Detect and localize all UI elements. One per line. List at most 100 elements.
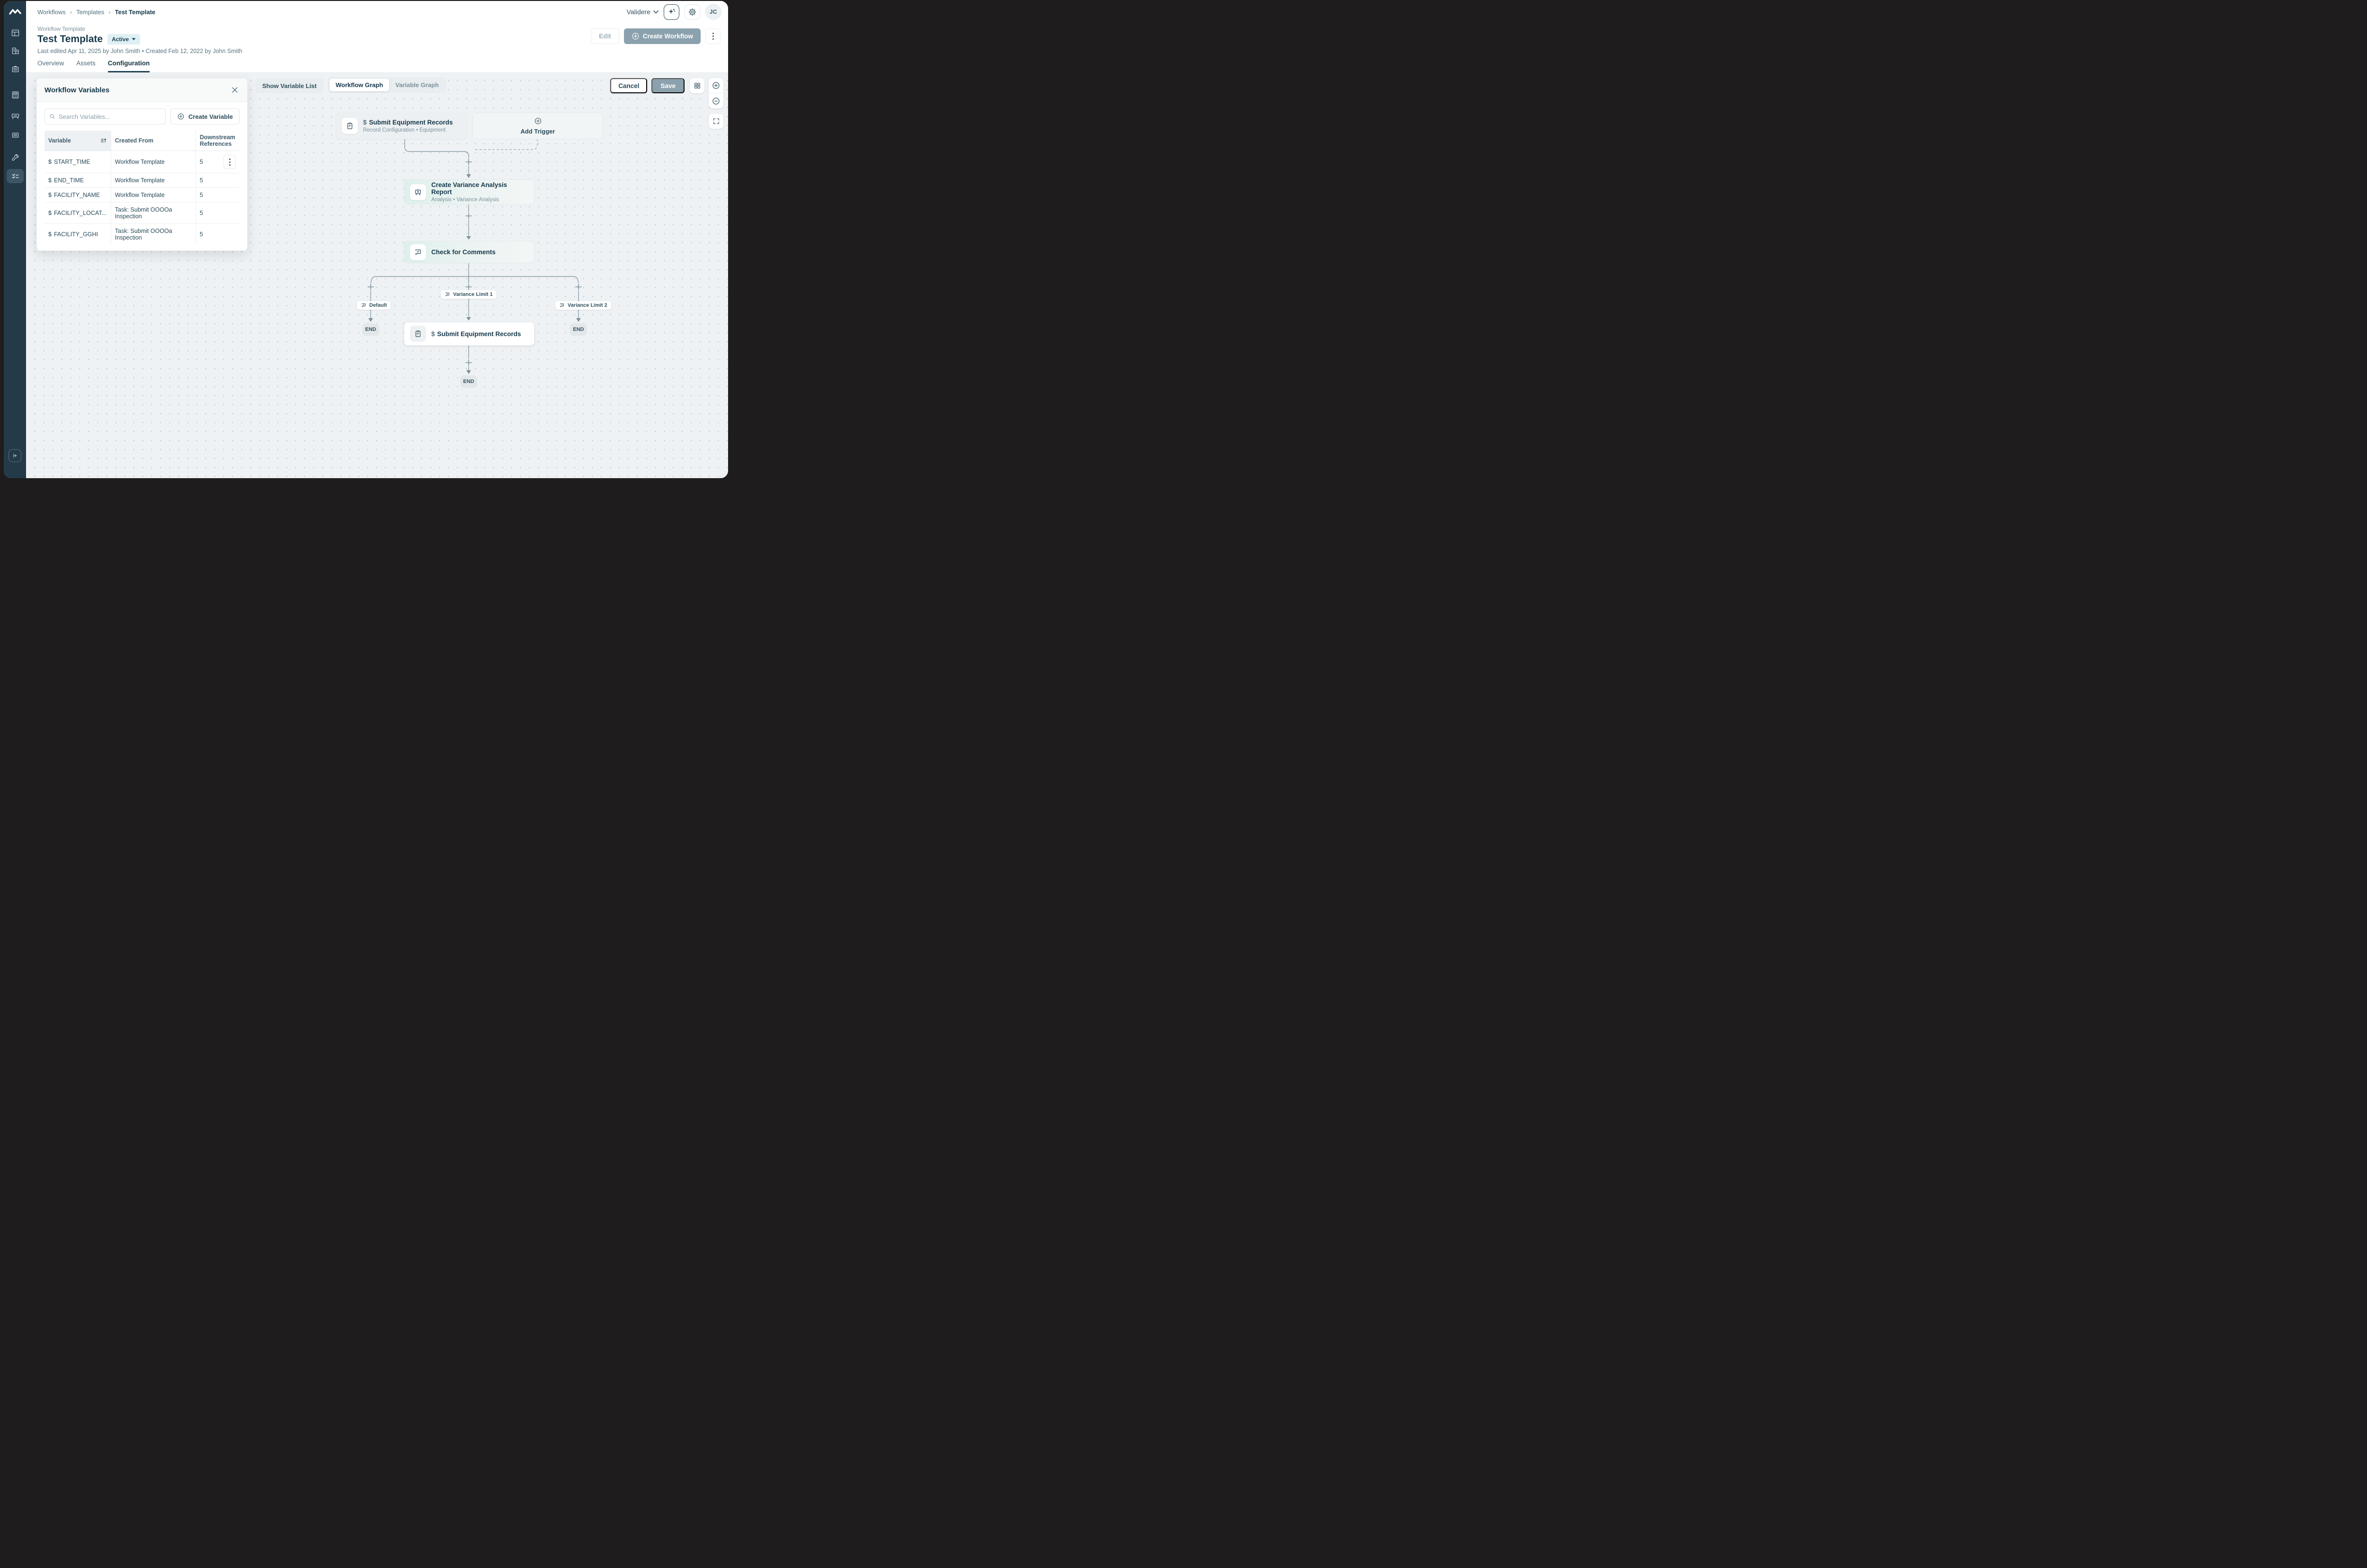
add-trigger-button[interactable]: Add Trigger [472, 112, 603, 139]
create-workflow-button[interactable]: Create Workflow [623, 28, 701, 44]
comment-check-icon [410, 244, 426, 260]
breadcrumb-templates[interactable]: Templates [76, 8, 105, 16]
report-easel-icon [410, 184, 426, 200]
page-header: Workflow Template Test Template Active L… [26, 23, 728, 73]
sidebar-item-reports[interactable] [7, 128, 24, 142]
sidebar-item-workflows[interactable] [7, 169, 24, 183]
table-row[interactable]: $START_TIME Workflow Template 5 [44, 151, 240, 173]
end-node-variance-limit-2[interactable]: END [570, 323, 587, 336]
calculator-icon [12, 91, 18, 98]
app-window: Workflows › Templates › Test Template Va… [4, 1, 728, 478]
column-header-created-from[interactable]: Created From [110, 131, 196, 151]
breadcrumb-current: Test Template [115, 8, 156, 16]
page-eyebrow: Workflow Template [37, 26, 85, 32]
node-create-variance-analysis-report[interactable]: Create Variance Analysis Report Analysis… [404, 179, 534, 205]
fullscreen-icon [713, 118, 719, 124]
save-button[interactable]: Save [651, 78, 685, 93]
circle-plus-icon [178, 113, 184, 120]
branch-label-variance-limit-1[interactable]: Variance Limit 1 [441, 290, 497, 299]
zoom-in-icon [712, 82, 720, 89]
close-icon[interactable] [230, 85, 240, 95]
variable-prefix: $ [431, 330, 435, 338]
sidebar-item-calculations[interactable] [7, 88, 24, 102]
user-avatar[interactable]: JC [705, 4, 721, 20]
row-kebab-button[interactable] [223, 155, 236, 169]
buildings-icon [12, 47, 19, 54]
zoom-in-button[interactable] [709, 78, 723, 93]
page-meta: Last edited Apr 11, 2025 by John Smith •… [37, 48, 242, 54]
table-row[interactable]: $FACILITY_LOCAT... Task: Submit OOOOa In… [44, 202, 240, 224]
column-header-references[interactable]: Downstream References [195, 131, 240, 151]
branch-label-default[interactable]: Default [357, 301, 391, 310]
grid-icon [694, 83, 700, 89]
gear-icon [688, 8, 696, 16]
node-title: Submit Equipment Records [437, 330, 521, 338]
table-row[interactable]: $END_TIME Workflow Template 5 [44, 173, 240, 188]
clipboard-icon [342, 117, 358, 134]
create-variable-button[interactable]: Create Variable [170, 108, 240, 125]
node-submit-equipment-records-trigger[interactable]: $Submit Equipment Records Record Configu… [336, 112, 467, 139]
search-icon [50, 114, 55, 119]
toolbox-icon [12, 65, 18, 72]
sidebar-item-tools[interactable] [7, 151, 24, 165]
segment-workflow-graph[interactable]: Workflow Graph [329, 79, 390, 91]
workflow-checklist-icon [12, 173, 18, 178]
node-title: Submit Equipment Records [369, 118, 453, 126]
collapse-left-icon [13, 454, 17, 458]
sidebar-item-dashboard[interactable] [7, 26, 24, 40]
dashboard-icon [11, 29, 19, 36]
sparkle-icon [668, 9, 675, 14]
node-submit-equipment-records[interactable]: $Submit Equipment Records [404, 322, 534, 346]
comment-check-icon [445, 293, 449, 296]
node-title: Create Variance Analysis Report [431, 181, 507, 196]
zoom-controls [709, 78, 723, 108]
kebab-icon [712, 33, 714, 40]
node-check-for-comments[interactable]: Check for Comments [404, 241, 534, 263]
sidebar [4, 1, 26, 478]
ai-assistant-button[interactable] [664, 4, 679, 20]
tab-assets[interactable]: Assets [76, 60, 96, 67]
workflow-variables-panel: Workflow Variables Create Variable [36, 78, 248, 251]
clipboard-icon [410, 326, 426, 342]
table-row[interactable]: $FACILITY_GGHI Task: Submit OOOOa Inspec… [44, 223, 240, 245]
table-row[interactable]: $FACILITY_NAME Workflow Template 5 [44, 187, 240, 203]
status-badge[interactable]: Active [107, 34, 141, 45]
settings-button[interactable] [685, 4, 700, 20]
segment-variable-graph[interactable]: Variable Graph [395, 81, 439, 89]
cancel-button[interactable]: Cancel [610, 78, 648, 93]
sidebar-item-records[interactable] [7, 62, 24, 76]
fit-view-button[interactable] [709, 114, 723, 129]
end-node-final[interactable]: END [460, 375, 477, 388]
chevron-right-icon: › [70, 8, 72, 16]
page-title: Test Template [37, 34, 103, 45]
chevron-down-icon [653, 10, 658, 14]
zoom-out-button[interactable] [709, 93, 723, 108]
panel-title: Workflow Variables [44, 86, 110, 94]
tab-bar: Overview Assets Configuration [37, 60, 721, 72]
variables-table: Variable Created From Downstream Referen… [44, 131, 240, 245]
chevron-right-icon: › [108, 8, 111, 16]
add-step-plus-icon [575, 283, 582, 291]
edit-button[interactable]: Edit [591, 28, 619, 44]
add-step-plus-icon [465, 359, 472, 366]
validere-logo [9, 8, 21, 18]
wrench-icon [11, 154, 18, 160]
sidebar-item-facilities[interactable] [7, 44, 24, 58]
search-input[interactable] [58, 113, 161, 120]
sidebar-collapse-button[interactable] [9, 449, 21, 462]
show-variable-list-button[interactable]: Show Variable List [256, 78, 323, 93]
tab-configuration[interactable]: Configuration [107, 60, 150, 72]
header-kebab-button[interactable] [705, 28, 721, 44]
sidebar-item-monitoring[interactable] [7, 109, 24, 123]
breadcrumb: Workflows › Templates › Test Template [37, 9, 155, 16]
breadcrumb-workflows[interactable]: Workflows [37, 8, 66, 16]
layout-grid-button[interactable] [690, 78, 704, 93]
workflow-canvas[interactable]: Show Variable List Workflow Graph Variab… [26, 73, 728, 478]
branch-label-variance-limit-2[interactable]: Variance Limit 2 [555, 301, 611, 310]
add-step-plus-icon [465, 212, 472, 220]
tab-overview[interactable]: Overview [37, 60, 64, 67]
variable-prefix: $ [363, 118, 367, 126]
column-header-variable[interactable]: Variable [44, 131, 111, 151]
end-node-default[interactable]: END [362, 323, 379, 336]
org-switcher[interactable]: Validere [627, 8, 658, 16]
